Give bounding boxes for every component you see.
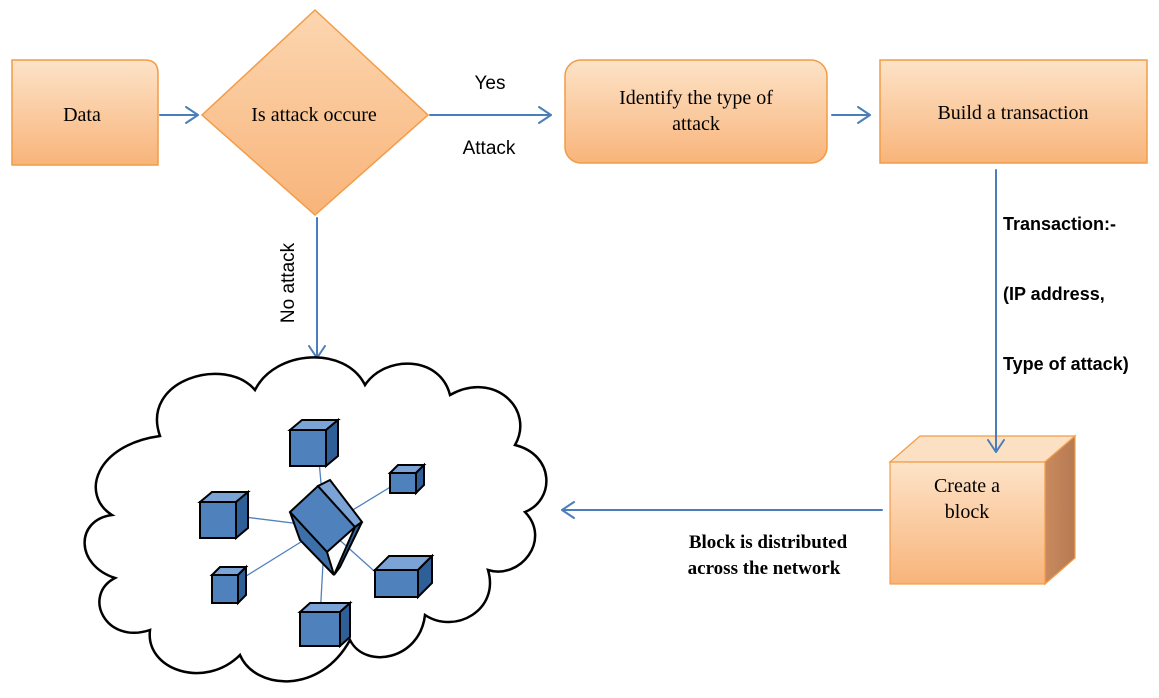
label-transaction-type: Type of attack) [1003, 354, 1129, 374]
data-node: Data [11, 59, 159, 166]
arrow-block-to-network [561, 501, 883, 519]
arrow-build-to-block [987, 169, 1005, 453]
build-transaction-node: Build a transaction [879, 59, 1148, 164]
label-transaction-title: Transaction:- [1003, 214, 1116, 234]
identify-label-line1: Identify the type of [619, 87, 773, 109]
create-block-label-line2: block [945, 501, 989, 523]
label-yes: Yes [475, 73, 506, 94]
build-transaction-label: Build a transaction [937, 102, 1088, 124]
network-block-lower-left [209, 564, 249, 606]
create-block-label-line1: Create a [934, 475, 1000, 497]
label-transaction-ip: (IP address, [1003, 284, 1105, 304]
label-distributed-line2: across the network [688, 558, 841, 579]
network-block-center [288, 478, 364, 576]
decision-node-label: Is attack occure [251, 104, 377, 126]
label-distributed-line1: Block is distributed [689, 532, 848, 553]
label-no-attack: No attack [278, 242, 299, 323]
identify-label-line2: attack [672, 113, 720, 135]
arrow-identify-to-build [831, 106, 871, 124]
label-attack: Attack [463, 138, 516, 159]
network-block-right [372, 553, 435, 600]
arrows [159, 106, 1005, 519]
data-node-label: Data [63, 104, 101, 126]
arrow-data-to-decision [159, 106, 199, 124]
network-block-bottom [297, 600, 353, 649]
identify-attack-node: Identify the type of attack [564, 59, 828, 164]
network-block-small-right [387, 462, 427, 496]
arrow-decision-to-identify [429, 106, 552, 124]
network-block-left [197, 489, 251, 541]
arrow-decision-to-network [308, 217, 326, 359]
network-block-top [287, 417, 341, 469]
decision-node: Is attack occure [200, 8, 430, 217]
create-block-node: Create a block [888, 434, 1077, 586]
